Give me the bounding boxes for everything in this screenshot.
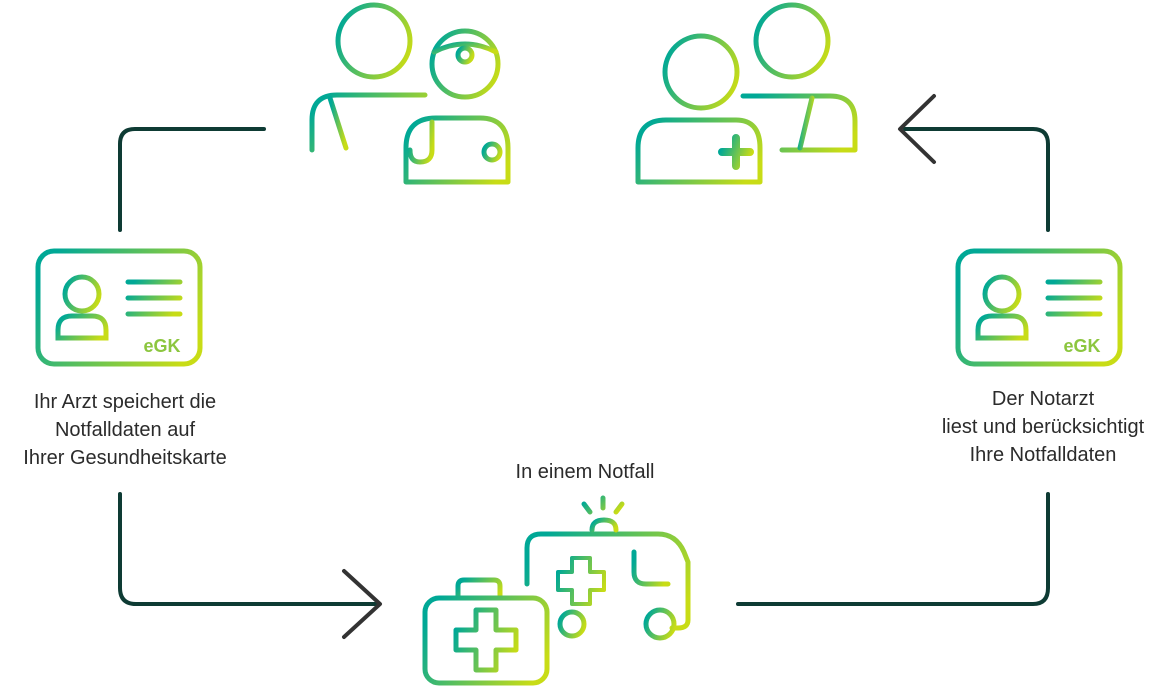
caption-right-line-1: Der Notarzt (991, 388, 1095, 410)
caption-emergency: In einem Notfall (460, 458, 710, 486)
arrowheads (342, 94, 936, 639)
card-label-left: eGK (143, 336, 180, 356)
caption-doctor-saves: Ihr Arzt speichert die Notfalldaten auf … (0, 388, 250, 472)
arrow-right-icon (342, 569, 382, 639)
caption-right-line-2: liest und berücksichtigt (941, 416, 1145, 438)
connector-bottom-left (118, 492, 378, 606)
connector-top-left (118, 127, 266, 232)
caption-left-line-2: Notfalldaten auf (54, 419, 196, 441)
caption-right-line-3: Ihre Notfalldaten (969, 444, 1117, 466)
emergency-doctor-patient-icon (635, 2, 858, 185)
health-card-left-icon: eGK (35, 248, 203, 367)
card-label-right: eGK (1063, 336, 1100, 356)
health-card-right-icon: eGK (955, 248, 1123, 367)
arrow-left-icon (898, 94, 936, 164)
caption-emergency-doctor-reads: Der Notarzt liest und berücksichtigt Ihr… (918, 385, 1168, 469)
connector-lines (118, 127, 1050, 606)
patient-doctor-icon (309, 2, 511, 185)
caption-left-line-3: Ihrer Gesundheitskarte (23, 447, 227, 469)
connector-bottom-right (736, 492, 1050, 606)
caption-bottom-text: In einem Notfall (515, 461, 655, 483)
caption-left-line-1: Ihr Arzt speichert die (33, 391, 217, 413)
ambulance-medkit-icon (422, 495, 691, 686)
connector-top-right (903, 127, 1050, 232)
